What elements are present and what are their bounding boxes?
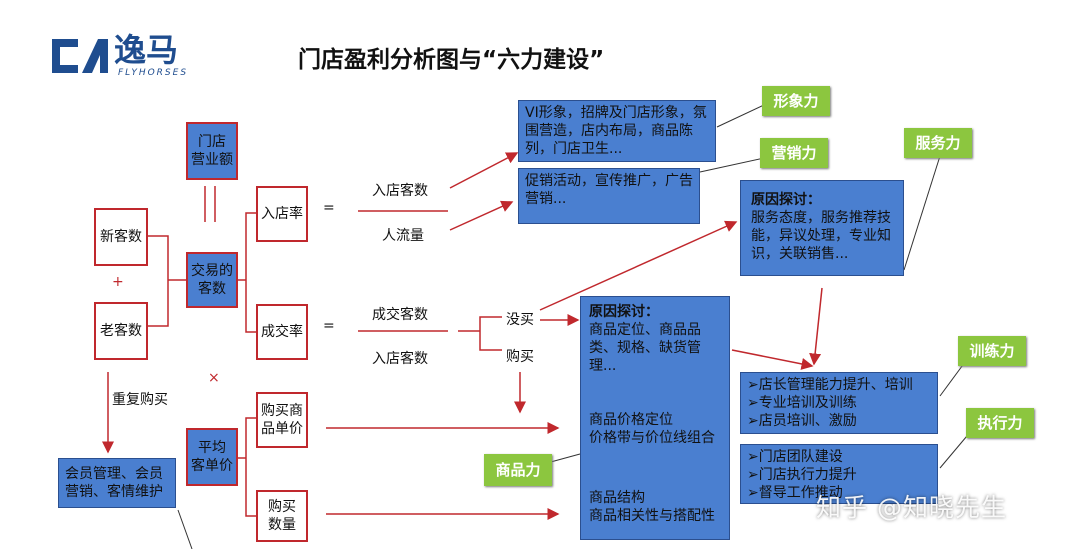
node-quantity: 购买数量 <box>256 490 308 542</box>
equals-sign-entry: = <box>323 200 335 216</box>
branch-no-buy: 没买 <box>506 312 534 328</box>
close-numerator: 成交客数 <box>372 307 428 323</box>
entry-denominator: 人流量 <box>382 228 424 244</box>
node-close-rate: 成交率 <box>256 304 308 360</box>
image-box: VI形象，招牌及门店形象，氛围营造，店内布局，商品陈列，门店卫生... <box>518 100 716 162</box>
logo: 逸马 FLYHORSES <box>48 30 213 85</box>
power-training: 训练力 <box>958 336 1026 366</box>
power-marketing: 营销力 <box>760 138 828 168</box>
times-sign: × <box>208 370 220 386</box>
watermark: 知乎 @知晓先生 <box>816 493 1007 522</box>
product-box: 原因探讨： 商品定位、商品品类、规格、缺货管理... 商品价格定位 价格带与价位… <box>580 296 730 540</box>
logo-mark-icon <box>52 39 108 73</box>
power-image: 形象力 <box>762 86 830 116</box>
training-box: ➢店长管理能力提升、培训 ➢专业培训及训练 ➢店员培训、激励 <box>740 372 938 434</box>
power-execution: 执行力 <box>966 408 1034 438</box>
marketing-box: 促销活动，宣传推广，广告营销... <box>518 168 700 224</box>
node-transactions: 交易的客数 <box>186 252 238 308</box>
execution-box: ➢门店团队建设 ➢门店执行力提升 ➢督导工作推动 <box>740 444 938 504</box>
page-title: 门店盈利分析图与“六力建设” <box>298 47 605 73</box>
node-sales: 门店营业额 <box>186 122 238 180</box>
node-avg-price: 平均客单价 <box>186 428 238 486</box>
logo-subtitle: FLYHORSES <box>118 68 189 78</box>
entry-numerator: 入店客数 <box>372 183 428 199</box>
repeat-purchase-label: 重复购买 <box>112 392 168 408</box>
power-product: 商品力 <box>484 454 552 486</box>
node-entry-rate: 入店率 <box>256 186 308 242</box>
plus-sign: + <box>112 274 124 290</box>
branch-buy: 购买 <box>506 349 534 365</box>
logo-name: 逸马 <box>114 31 179 69</box>
power-service: 服务力 <box>904 128 972 158</box>
node-unit-price: 购买商品单价 <box>256 392 308 448</box>
node-old-customers: 老客数 <box>94 302 148 360</box>
node-new-customers: 新客数 <box>94 208 148 266</box>
equals-sign-close: = <box>323 318 335 334</box>
close-denominator: 入店客数 <box>372 351 428 367</box>
member-box: 会员管理、会员营销、客情维护 <box>58 458 176 508</box>
service-box: 原因探讨： 服务态度，服务推荐技能，异议处理，专业知识，关联销售... <box>740 180 904 276</box>
